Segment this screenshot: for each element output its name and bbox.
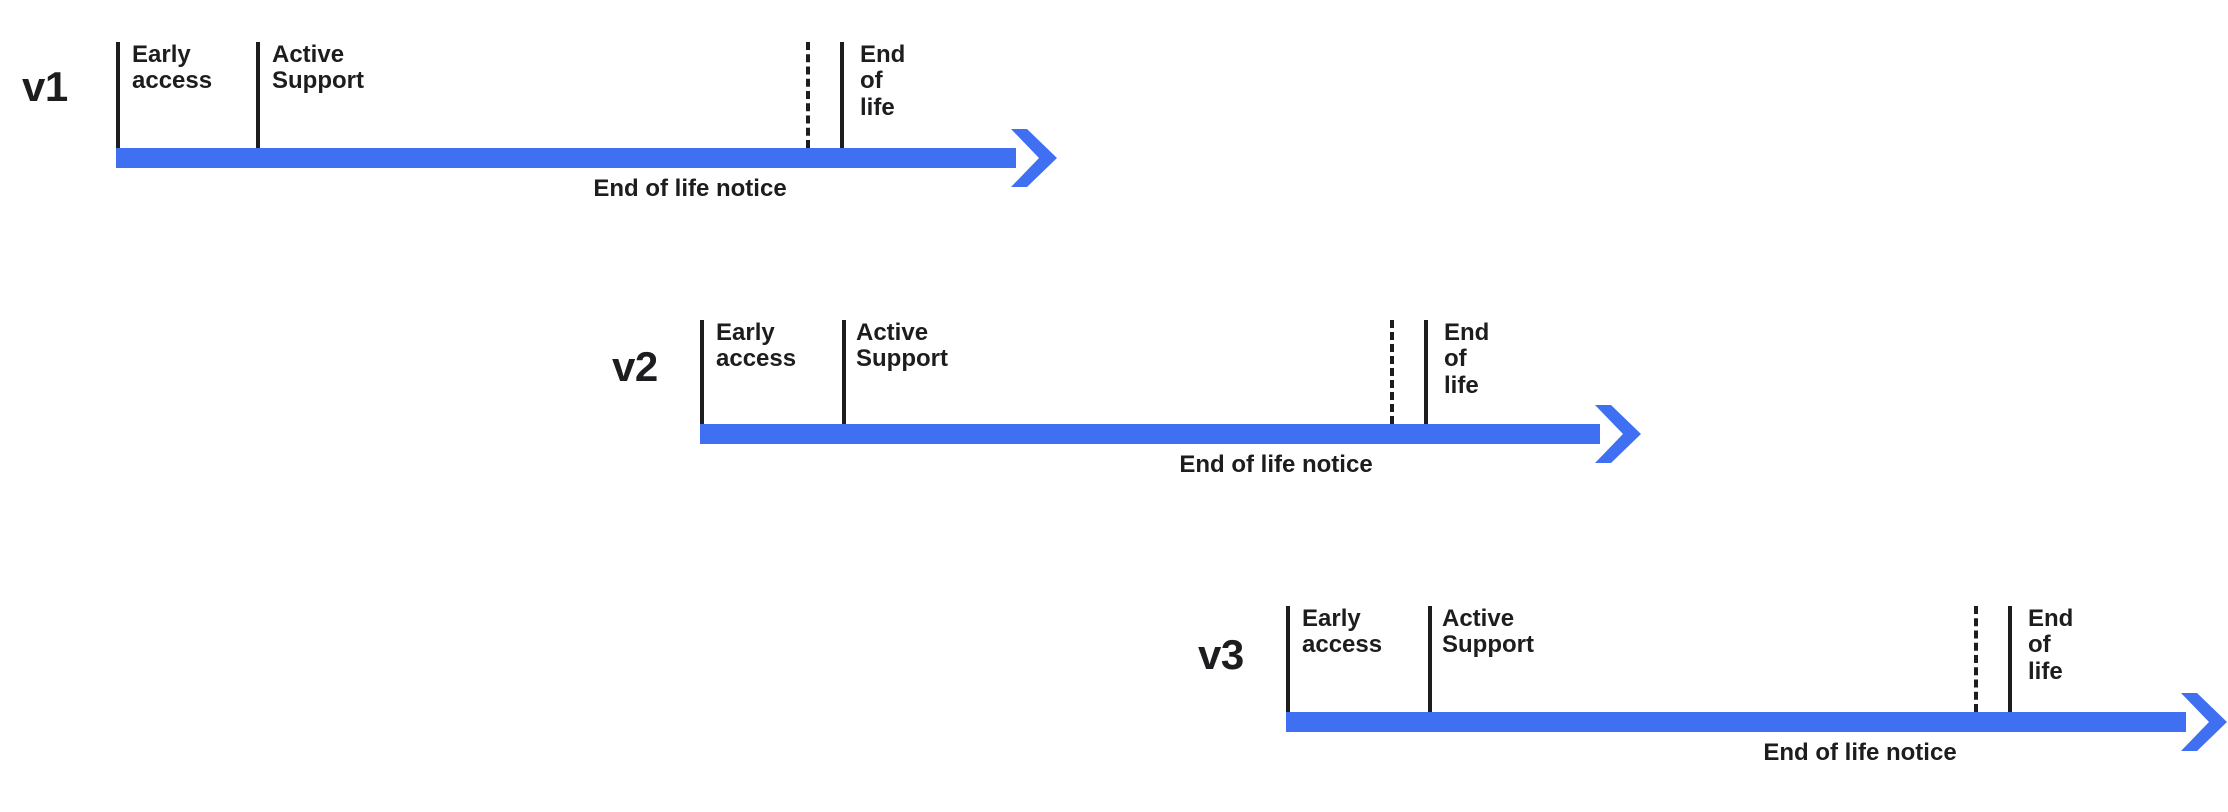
phase-label-active-support: Active Support <box>856 319 948 373</box>
early-access-start-marker <box>700 320 704 424</box>
end-of-life-notice-label: End of life notice <box>593 175 787 202</box>
phase-label-end-of-life: End of life <box>1444 319 1490 399</box>
end-of-life-start-marker <box>1424 320 1428 424</box>
end-of-life-notice-label: End of life notice <box>1763 739 1957 766</box>
version-label-v3: v3 <box>1198 631 1244 678</box>
phase-label-early-access: Early access <box>132 41 213 95</box>
active-support-start-marker <box>842 320 846 424</box>
end-of-life-notice-marker <box>1390 320 1394 424</box>
version-label-v1: v1 <box>22 63 68 110</box>
phase-label-early-access: Early access <box>716 319 797 373</box>
phase-label-end-of-life: End of life <box>2028 605 2074 685</box>
phase-label-active-support: Active Support <box>1442 605 1534 659</box>
timeline-arrow-head-icon <box>2175 691 2228 753</box>
phase-label-active-support: Active Support <box>272 41 364 95</box>
end-of-life-notice-marker <box>806 42 810 148</box>
phase-label-end-of-life: End of life <box>860 41 906 121</box>
timeline-bar <box>700 424 1600 444</box>
phase-label-early-access: Early access <box>1302 605 1383 659</box>
end-of-life-start-marker <box>2008 606 2012 712</box>
early-access-start-marker <box>1286 606 1290 712</box>
timeline-arrow-head-icon <box>1005 127 1061 189</box>
end-of-life-start-marker <box>840 42 844 148</box>
active-support-start-marker <box>256 42 260 148</box>
timeline-bar <box>116 148 1016 168</box>
timeline-arrow-head-icon <box>1589 403 1645 465</box>
timeline-bar <box>1286 712 2186 732</box>
end-of-life-notice-marker <box>1974 606 1978 712</box>
version-label-v2: v2 <box>612 343 658 390</box>
early-access-start-marker <box>116 42 120 148</box>
end-of-life-notice-label: End of life notice <box>1179 451 1373 478</box>
active-support-start-marker <box>1428 606 1432 712</box>
